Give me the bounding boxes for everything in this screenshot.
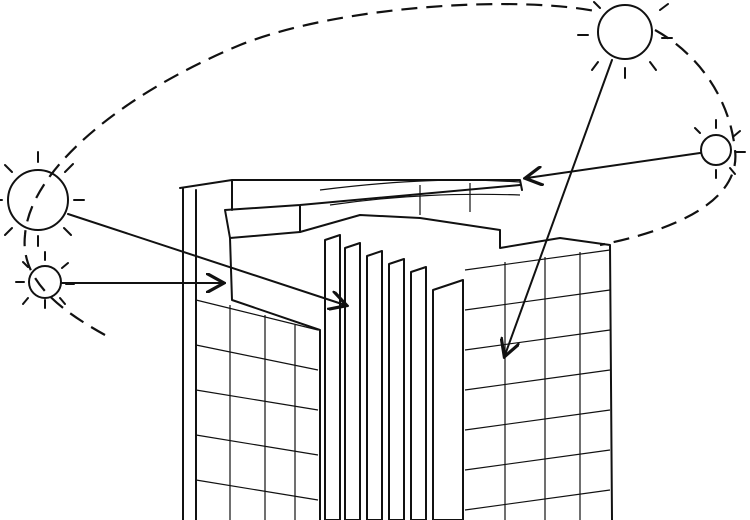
arrow-icon (67, 213, 345, 305)
arrow-icon (505, 59, 613, 355)
sun-icon (694, 119, 746, 179)
sun-icon (0, 151, 85, 247)
arrow-icon (527, 152, 701, 178)
building (179, 179, 613, 520)
sun-icon (15, 251, 75, 309)
sun-path-arc (23, 2, 737, 336)
sun-icon (577, 1, 673, 79)
